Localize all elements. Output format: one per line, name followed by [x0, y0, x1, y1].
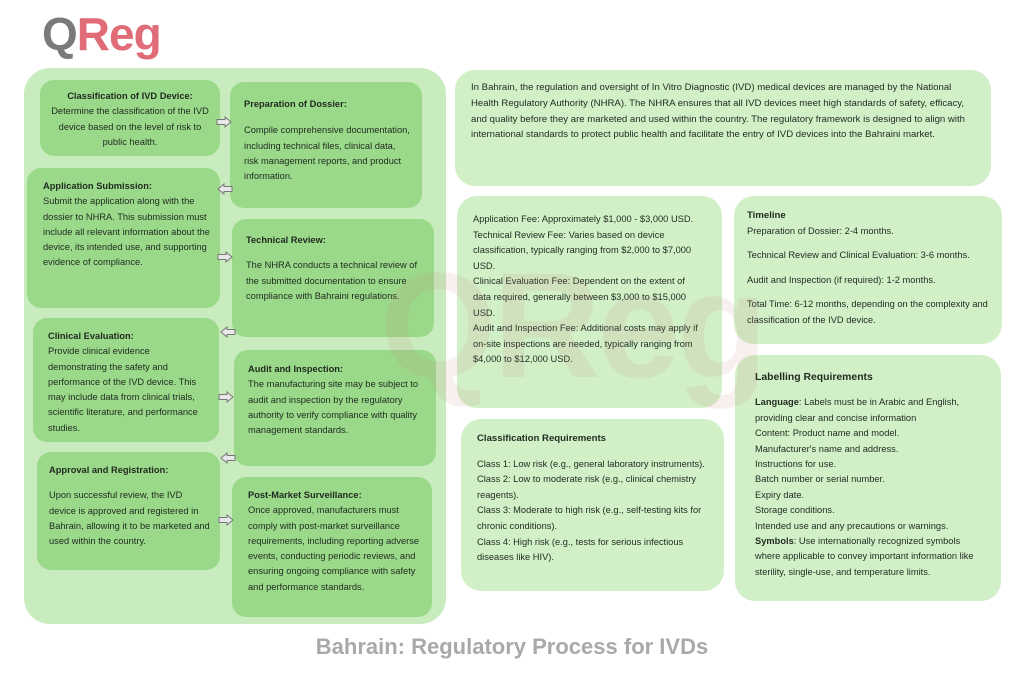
step-dossier: Preparation of Dossier: Compile comprehe…: [230, 82, 422, 208]
labelling-line: Manufacturer's name and address.: [755, 443, 899, 454]
logo-reg: Reg: [76, 8, 162, 60]
fee-item: Audit and Inspection Fee: Additional cos…: [473, 323, 698, 365]
timeline-item: Audit and Inspection (if required): 1-2 …: [747, 274, 936, 285]
step-clinical: Clinical Evaluation: Provide clinical ev…: [33, 318, 219, 442]
step-title: Classification of IVD Device:: [67, 91, 193, 101]
symbols-text: : Use internationally recognized symbols…: [755, 536, 974, 577]
step-title: Post-Market Surveillance:: [248, 490, 362, 500]
labelling-symbols: Symbols: Use internationally recognized …: [755, 534, 987, 580]
labelling-line: Instructions for use.: [755, 459, 837, 470]
arrow-right-icon: [217, 251, 233, 263]
step-text: Upon successful review, the IVD device i…: [49, 490, 210, 547]
intro-card: In Bahrain, the regulation and oversight…: [455, 70, 991, 186]
step-title: Technical Review:: [246, 235, 326, 245]
arrow-left-icon: [220, 452, 236, 464]
intro-text: In Bahrain, the regulation and oversight…: [471, 82, 965, 141]
labelling-title: Labelling Requirements: [755, 372, 873, 383]
step-text: Determine the classification of the IVD …: [51, 106, 209, 147]
arrow-left-icon: [217, 183, 233, 195]
labelling-line: Intended use and any precautions or warn…: [755, 520, 949, 531]
page-title: Bahrain: Regulatory Process for IVDs: [315, 634, 709, 659]
step-title: Approval and Registration:: [49, 465, 169, 475]
class-item: Class 3: Moderate to high risk (e.g., se…: [477, 505, 702, 531]
step-text: Once approved, manufacturers must comply…: [248, 505, 420, 592]
step-text: Submit the application along with the do…: [43, 196, 210, 268]
step-title: Preparation of Dossier:: [244, 99, 347, 109]
step-text: Compile comprehensive documentation, inc…: [244, 125, 410, 182]
fee-item: Technical Review Fee: Varies based on de…: [473, 229, 692, 271]
step-title: Clinical Evaluation:: [48, 331, 134, 341]
arrow-right-icon: [216, 116, 232, 128]
step-title: Application Submission:: [43, 181, 152, 191]
classification-requirements-card: Classification Requirements Class 1: Low…: [461, 419, 724, 591]
step-audit: Audit and Inspection: The manufacturing …: [234, 350, 436, 466]
labelling-requirements-card: Labelling Requirements Language: Labels …: [735, 355, 1001, 601]
labelling-language: Language: Labels must be in Arabic and E…: [755, 395, 987, 426]
fees-card: Application Fee: Approximately $1,000 - …: [457, 196, 722, 408]
class-item: Class 1: Low risk (e.g., general laborat…: [477, 458, 705, 469]
fee-item: Application Fee: Approximately $1,000 - …: [473, 214, 694, 224]
symbols-label: Symbols: [755, 536, 794, 547]
timeline-title: Timeline: [747, 210, 786, 221]
labelling-line: Expiry date.: [755, 489, 805, 500]
timeline-item: Total Time: 6-12 months, depending on th…: [747, 299, 988, 325]
step-application: Application Submission: Submit the appli…: [27, 168, 220, 308]
timeline-card: Timeline Preparation of Dossier: 2-4 mon…: [734, 196, 1002, 344]
labelling-line: Content: Product name and model.: [755, 428, 900, 439]
arrow-left-icon: [220, 326, 236, 338]
labelling-line: Batch number or serial number.: [755, 474, 885, 485]
step-text: The NHRA conducts a technical review of …: [246, 260, 418, 301]
logo-q: Q: [42, 8, 78, 60]
language-text: : Labels must be in Arabic and English, …: [755, 397, 960, 423]
class-item: Class 2: Low to moderate risk (e.g., cli…: [477, 474, 697, 500]
step-title: Audit and Inspection:: [248, 364, 344, 374]
arrow-right-icon: [218, 514, 234, 526]
step-approval: Approval and Registration: Upon successf…: [37, 452, 220, 570]
timeline-item: Technical Review and Clinical Evaluation…: [747, 250, 970, 261]
step-text: The manufacturing site may be subject to…: [248, 379, 419, 436]
language-label: Language: [755, 397, 799, 408]
step-postmarket: Post-Market Surveillance: Once approved,…: [232, 477, 432, 617]
classification-requirements-title: Classification Requirements: [477, 433, 607, 444]
step-technical: Technical Review: The NHRA conducts a te…: [232, 219, 434, 337]
step-text: Provide clinical evidence demonstrating …: [48, 346, 198, 433]
fee-item: Clinical Evaluation Fee: Dependent on th…: [473, 276, 686, 318]
qreg-logo: QReg: [42, 8, 162, 60]
class-item: Class 4: High risk (e.g., tests for seri…: [477, 536, 684, 563]
step-classification: Classification of IVD Device: Determine …: [40, 80, 220, 156]
arrow-right-icon: [218, 391, 234, 403]
timeline-item: Preparation of Dossier: 2-4 months.: [747, 225, 894, 236]
labelling-line: Storage conditions.: [755, 505, 835, 516]
